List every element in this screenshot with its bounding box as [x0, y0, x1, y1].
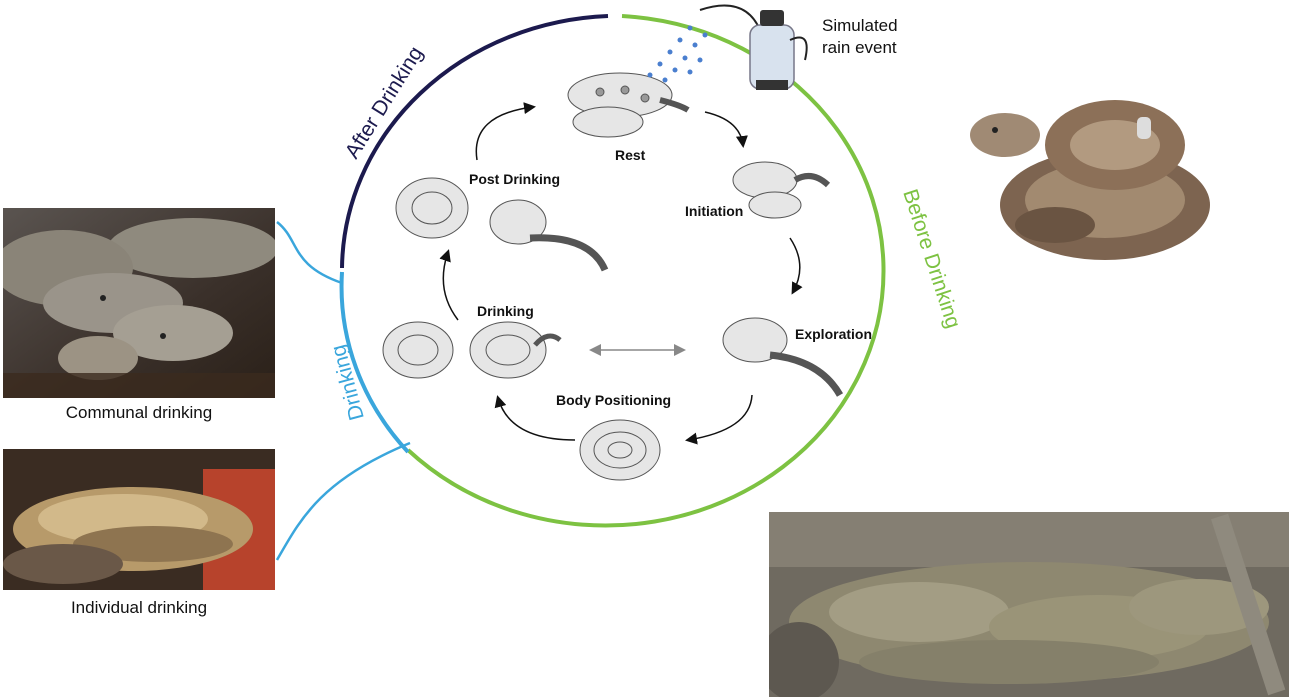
stage-drinking: Drinking: [477, 303, 534, 319]
individual-drinking-caption: Individual drinking: [70, 598, 208, 617]
arrow-post-to-rest: [475, 102, 536, 161]
arrow-rest-to-initiation: [704, 111, 748, 148]
snake-den-photo: [769, 512, 1289, 697]
arrow-initiation-to-exploration: [789, 237, 803, 295]
rain-line-2: rain event: [822, 38, 897, 57]
after-drinking-arc: [340, 14, 609, 269]
after-drinking-label: After Drinking: [341, 43, 428, 163]
rain-line-1: Simulated: [822, 16, 898, 35]
arrow-body-to-drinking: [494, 395, 576, 441]
individual-bracket-line: [275, 441, 411, 561]
snake-rest-illustration: [567, 72, 690, 138]
stage-post-drinking: Post Drinking: [469, 171, 560, 187]
snake-post-drinking-illustration: [395, 177, 609, 272]
communal-drinking-caption: Communal drinking: [65, 403, 213, 422]
stage-body-positioning: Body Positioning: [556, 392, 671, 408]
stage-exploration: Exploration: [795, 326, 872, 342]
stage-rest: Rest: [615, 147, 646, 163]
arrow-drinking-to-post: [439, 249, 459, 321]
before-drinking-label: Before Drinking: [898, 186, 965, 331]
communal-drinking-photo: [3, 208, 275, 398]
snake-body-positioning-illustration: [579, 419, 661, 481]
communal-bracket-line: [276, 221, 343, 285]
snake-exploration-illustration: [722, 317, 844, 397]
rain-event-label: Simulated rain event: [822, 15, 898, 59]
snake-drinking-illustration: [382, 321, 562, 379]
water-spray-icon: [647, 25, 708, 83]
snake-initiation-illustration: [732, 161, 831, 219]
individual-drinking-photo: [3, 449, 275, 590]
sprayer-icon: [699, 4, 808, 90]
stage-initiation: Initiation: [685, 203, 743, 219]
drinking-arc: [339, 271, 410, 454]
arrow-exploration-to-body: [685, 394, 753, 445]
rattlesnake-coiled-photo: [965, 85, 1215, 265]
